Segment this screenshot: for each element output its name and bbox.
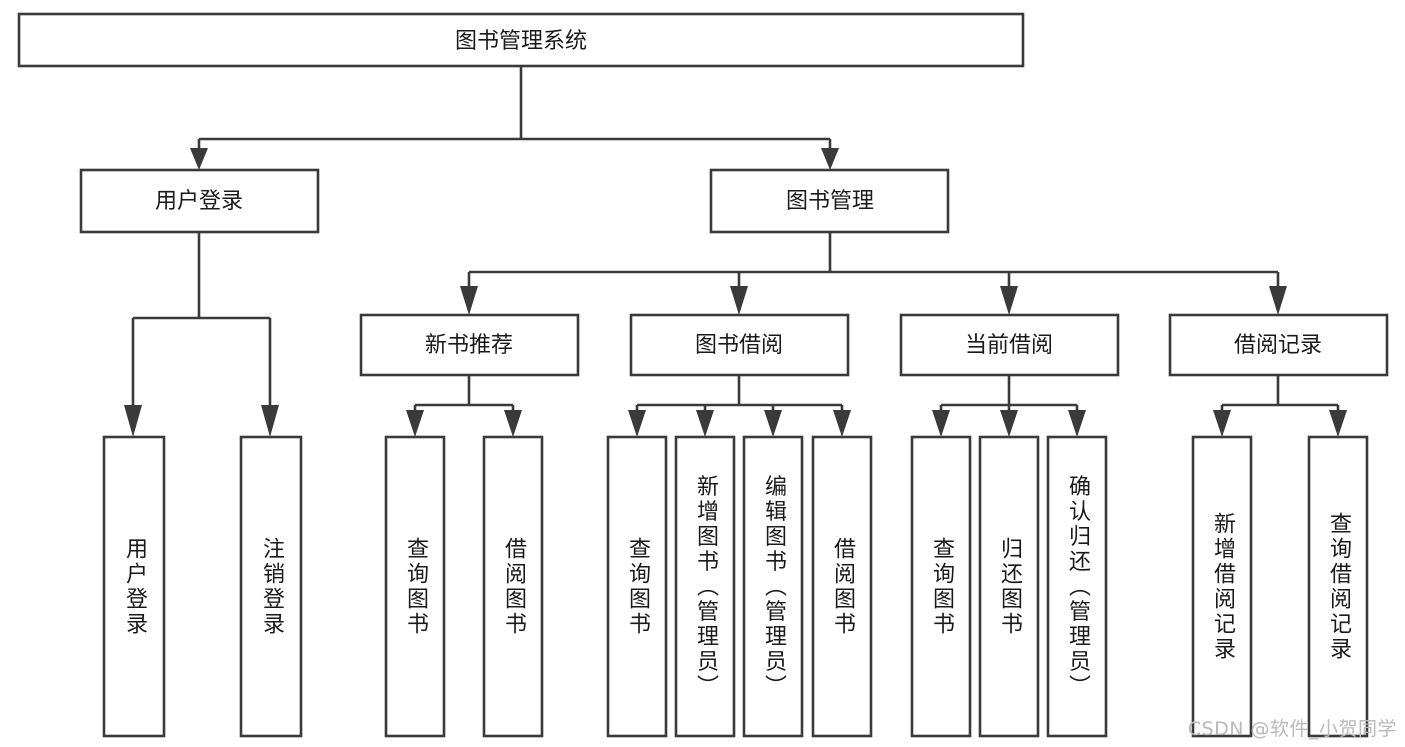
- arrow-head-leaf-query-book-2: [628, 410, 646, 437]
- node-user-login[interactable]: 用户登录: [79, 168, 320, 234]
- leaf-add-record[interactable]: 新增借阅记录: [1191, 435, 1253, 738]
- leaf-query-record[interactable]: 查询借阅记录: [1307, 435, 1369, 738]
- leaf-confirm-return-box[interactable]: [1046, 435, 1108, 738]
- leaf-return-book-label: 归还图书: [997, 537, 1023, 637]
- leaf-query-book-1-label: 查询图书: [403, 537, 429, 637]
- leaf-query-book-3-label: 查询图书: [929, 537, 955, 637]
- leaf-query-book-2-label: 查询图书: [625, 537, 651, 637]
- leaf-borrow-book-1-label: 借阅图书: [501, 537, 527, 637]
- leaf-borrow-book-2-label: 借阅图书: [830, 537, 856, 637]
- node-user-login-box[interactable]: [79, 168, 320, 234]
- leaf-logout-login[interactable]: 注销登录: [239, 435, 303, 738]
- leaf-user-login-label: 用户登录: [122, 537, 148, 637]
- arrow-head-leaf-return-book: [1000, 410, 1018, 437]
- node-book-borrow-box[interactable]: [629, 313, 850, 377]
- arrow-head-new-book-recommend: [460, 286, 478, 315]
- arrow-head-user-login: [190, 148, 208, 170]
- arrow-head-leaf-query-record: [1329, 410, 1347, 437]
- node-book-borrow[interactable]: 图书借阅: [629, 313, 850, 377]
- leaf-query-record-box[interactable]: [1307, 435, 1369, 738]
- arrow-head-leaf-logout-login: [261, 405, 279, 437]
- leaf-add-book-label: 新增图书（管理员）: [693, 475, 719, 700]
- leaf-logout-login-box[interactable]: [239, 435, 303, 738]
- node-borrow-record[interactable]: 借阅记录: [1168, 313, 1389, 377]
- leaf-return-book[interactable]: 归还图书: [978, 435, 1040, 738]
- leaf-query-book-2-box[interactable]: [606, 435, 668, 738]
- leaf-add-book-box[interactable]: [674, 435, 736, 738]
- node-root-box[interactable]: [17, 12, 1025, 68]
- arrow-head-leaf-query-book-1: [406, 410, 424, 437]
- leaf-add-record-label: 新增借阅记录: [1210, 512, 1236, 662]
- leaf-query-book-3[interactable]: 查询图书: [910, 435, 972, 738]
- leaf-edit-book[interactable]: 编辑图书（管理员）: [742, 435, 804, 738]
- arrow-head-leaf-confirm-return: [1068, 410, 1086, 437]
- arrow-head-leaf-edit-book: [764, 410, 782, 437]
- node-user-login-label: 用户登录: [155, 189, 243, 214]
- leaf-add-book[interactable]: 新增图书（管理员）: [674, 435, 736, 738]
- node-book-management[interactable]: 图书管理: [709, 168, 950, 234]
- arrow-head-book-management: [821, 148, 839, 170]
- leaf-user-login-box[interactable]: [102, 435, 166, 738]
- node-borrow-record-label: 借阅记录: [1234, 333, 1322, 358]
- leaf-edit-book-label: 编辑图书（管理员）: [761, 475, 787, 700]
- connectors-layer: [124, 66, 1347, 437]
- leaf-borrow-book-2[interactable]: 借阅图书: [811, 435, 873, 738]
- node-root-label: 图书管理系统: [455, 29, 587, 54]
- leaf-user-login[interactable]: 用户登录: [102, 435, 166, 738]
- arrow-head-book-borrow: [730, 286, 748, 315]
- leaf-query-book-2[interactable]: 查询图书: [606, 435, 668, 738]
- arrow-head-leaf-borrow-book-2: [833, 410, 851, 437]
- arrow-head-leaf-user-login: [124, 405, 142, 437]
- leaf-confirm-return-label: 确认归还（管理员）: [1065, 475, 1091, 700]
- leaf-query-book-3-box[interactable]: [910, 435, 972, 738]
- node-current-borrow[interactable]: 当前借阅: [899, 313, 1120, 377]
- arrow-head-leaf-add-record: [1213, 410, 1231, 437]
- leaf-edit-book-box[interactable]: [742, 435, 804, 738]
- arrow-head-borrow-record: [1269, 286, 1287, 315]
- arrow-head-leaf-borrow-book-1: [504, 410, 522, 437]
- arrow-head-leaf-query-book-3: [932, 410, 950, 437]
- leaf-query-book-1-box[interactable]: [384, 435, 446, 738]
- leaf-confirm-return[interactable]: 确认归还（管理员）: [1046, 435, 1108, 738]
- node-new-book-recommend[interactable]: 新书推荐: [359, 313, 580, 377]
- leaf-query-record-label: 查询借阅记录: [1326, 512, 1352, 662]
- node-book-borrow-label: 图书借阅: [695, 333, 783, 358]
- leaf-add-record-box[interactable]: [1191, 435, 1253, 738]
- node-current-borrow-label: 当前借阅: [965, 333, 1053, 358]
- node-new-book-recommend-label: 新书推荐: [425, 333, 513, 358]
- leaf-borrow-book-1[interactable]: 借阅图书: [482, 435, 544, 738]
- leaf-query-book-1[interactable]: 查询图书: [384, 435, 446, 738]
- arrow-head-current-borrow: [1000, 286, 1018, 315]
- node-book-management-box[interactable]: [709, 168, 950, 234]
- leaf-logout-login-label: 注销登录: [259, 537, 285, 637]
- node-book-management-label: 图书管理: [786, 189, 874, 214]
- node-new-book-recommend-box[interactable]: [359, 313, 580, 377]
- node-root[interactable]: 图书管理系统: [17, 12, 1025, 68]
- leaf-borrow-book-2-box[interactable]: [811, 435, 873, 738]
- node-current-borrow-box[interactable]: [899, 313, 1120, 377]
- leaf-borrow-book-1-box[interactable]: [482, 435, 544, 738]
- node-borrow-record-box[interactable]: [1168, 313, 1389, 377]
- leaf-return-book-box[interactable]: [978, 435, 1040, 738]
- arrow-head-leaf-add-book: [696, 410, 714, 437]
